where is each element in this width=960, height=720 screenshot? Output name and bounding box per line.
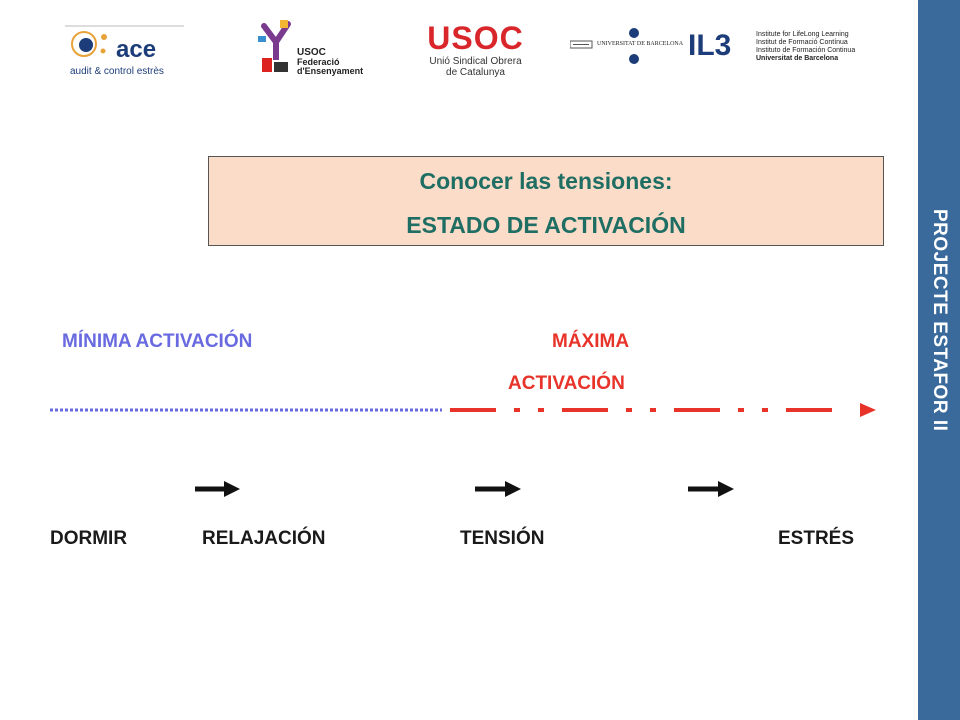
usoc-federacio-line2: Federació: [297, 57, 340, 67]
sidebar-band: [918, 0, 960, 720]
ub-letters-icon: [629, 28, 639, 64]
ace-logo-mark: [65, 25, 184, 57]
sidebar-title-text: PROJECTE ESTAFOR II: [929, 208, 950, 432]
stage-label-relajacion: RELAJACIÓN: [202, 528, 326, 549]
il3-logo: IL3 Institute for LifeLong Learning Inst…: [688, 30, 863, 66]
stage-label-estres: ESTRÉS: [778, 528, 855, 549]
il3-logo-line1: Institute for LifeLong Learning: [756, 31, 849, 38]
ub-logo-name: UNIVERSITAT DE BARCELONA: [597, 41, 684, 47]
sidebar-title: PROJECTE ESTAFOR II: [918, 0, 960, 720]
min-activation-label: MÍNIMA ACTIVACIÓN: [62, 331, 253, 352]
ace-logo: ace audit & control estrès: [62, 24, 187, 84]
title-line2: ESTADO DE ACTIVACIÓN: [406, 212, 686, 238]
stage-arrow-icon: [195, 481, 240, 497]
stage-label-dormir: DORMIR: [50, 528, 128, 549]
title-line1: Conocer las tensiones:: [419, 168, 673, 194]
stage-arrow-icon: [688, 481, 734, 497]
stage-arrow-icon: [475, 481, 521, 497]
il3-logo-name: IL3: [688, 29, 732, 62]
title-box: Conocer las tensiones: ESTADO DE ACTIVAC…: [208, 156, 884, 246]
usoc-logo-name: USOC: [427, 20, 524, 56]
high-activation-arrowhead-icon: [860, 403, 876, 417]
il3-logo-line4: Universitat de Barcelona: [756, 55, 839, 62]
ace-logo-tagline: audit & control estrès: [70, 66, 164, 77]
stage-label-tension: TENSIÓN: [460, 528, 545, 549]
usoc-federacio-line1: USOC: [297, 47, 326, 58]
il3-logo-line2: Institut de Formació Contínua: [756, 39, 848, 46]
il3-logo-line3: Instituto de Formación Continua: [756, 47, 856, 54]
ace-logo-name: ace: [116, 36, 157, 63]
usoc-federacio-logo: USOC Federació d'Ensenyament: [256, 18, 366, 80]
usoc-logo-line2: de Catalunya: [446, 67, 505, 78]
usoc-federacio-mark: [258, 20, 291, 72]
usoc-logo-line1: Unió Sindical Obrera: [429, 56, 522, 67]
usoc-logo: USOC Unió Sindical Obrera de Catalunya: [418, 22, 533, 82]
max-activation-label-line1: MÁXIMA: [552, 331, 630, 352]
max-activation-label-line2: ACTIVACIÓN: [508, 373, 625, 394]
ub-logo: UNIVERSITAT DE BARCELONA: [570, 28, 683, 68]
ub-crest-icon: [570, 40, 593, 49]
usoc-federacio-line3: d'Ensenyament: [297, 66, 364, 76]
